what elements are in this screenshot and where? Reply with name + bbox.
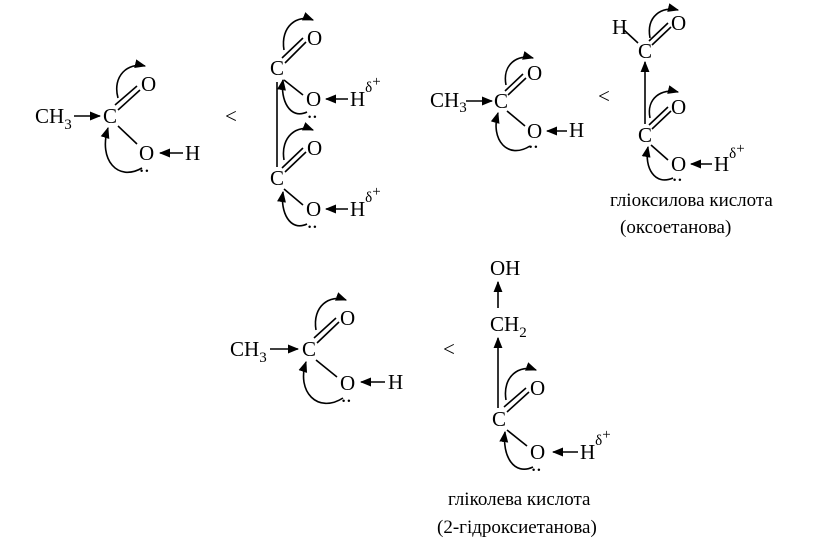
hydrogen-label: H — [185, 141, 200, 165]
lone-pair-arrow — [490, 111, 531, 152]
less-than-sign: < — [443, 337, 455, 361]
oxygen-hydroxyl-label: O — [340, 371, 355, 395]
double-bond — [648, 22, 669, 42]
glycolic-acid-name: гліколева кислота — [448, 489, 591, 510]
ch3-label: CH3 — [230, 337, 267, 366]
lone-pair-arrow — [100, 126, 143, 174]
single-bond — [315, 359, 338, 378]
acetic-acid-structure-2: CH3 C O O .. H — [430, 51, 584, 153]
pi-shift-arrow — [648, 85, 680, 119]
double-bond — [507, 77, 527, 96]
less-than-sign: < — [225, 104, 237, 128]
oxalic-acid-structure: C O O .. Hδ+ C O O .. Hδ+ — [270, 12, 381, 233]
double-bond — [648, 106, 669, 126]
pi-shift-arrow — [282, 12, 315, 51]
double-bond — [284, 41, 307, 64]
double-bond — [651, 26, 672, 46]
hydrogen-label: Hδ+ — [714, 141, 745, 176]
acetic-acid-structure-3: CH3 C O O .. H — [230, 292, 403, 407]
oxygen-hydroxyl-label: O — [671, 152, 686, 176]
double-bond — [114, 85, 138, 106]
glycolic-acid-alt-name: (2-гідроксиетанова) — [437, 517, 597, 538]
lone-pair-arrow — [298, 360, 344, 405]
carbon-label: C — [638, 123, 652, 147]
carbon-aldehyde-label: C — [638, 39, 652, 63]
pi-shift-arrow — [314, 292, 348, 331]
double-bond — [651, 110, 672, 130]
hydroxyl-label: OH — [490, 256, 520, 280]
double-bond — [506, 391, 530, 413]
oxygen-carbonyl-label: O — [340, 306, 355, 330]
less-than-sign: < — [598, 84, 610, 108]
hydrogen-aldehyde-label: H — [612, 15, 627, 39]
hydrogen-label: H — [569, 118, 584, 142]
glyoxylic-acid-alt-name: (оксоетанова) — [620, 217, 731, 238]
lone-pair: .. — [341, 383, 352, 407]
ch-bond — [623, 29, 639, 44]
oxygen-hydroxyl-label: O — [530, 440, 545, 464]
glyoxylic-acid-name: гліоксилова кислота — [610, 190, 773, 211]
hydrogen-label: H — [388, 370, 403, 394]
oxygen-hydroxyl-label: O — [527, 119, 542, 143]
lone-pair-arrow — [277, 190, 308, 227]
lone-pair: .. — [139, 153, 150, 177]
double-bond — [284, 151, 307, 173]
oxygen-carbonyl-label: O — [671, 95, 686, 119]
lone-pair-arrow — [499, 430, 534, 470]
double-bond — [281, 147, 304, 169]
oxygen-carbonyl-label: O — [530, 376, 545, 400]
double-bond — [503, 387, 527, 408]
pi-shift-arrow — [115, 59, 147, 99]
oxygen-carbonyl-label: O — [307, 26, 322, 50]
single-bond — [506, 429, 528, 447]
ch3-label: CH3 — [35, 104, 72, 133]
carbon-label: C — [270, 56, 284, 80]
double-bond — [117, 89, 141, 111]
single-bond — [117, 125, 138, 145]
pi-shift-arrow — [504, 51, 535, 86]
single-bond — [506, 110, 526, 127]
carbon-label: C — [270, 166, 284, 190]
double-bond — [281, 37, 304, 59]
ch3-label: CH3 — [430, 88, 467, 116]
double-bond — [313, 317, 337, 339]
oxygen-carbonyl-label: O — [141, 72, 156, 96]
carbon-label: C — [494, 89, 508, 113]
acetic-acid-structure-1: CH3 C O O .. H — [35, 59, 200, 177]
double-bond — [504, 73, 524, 92]
glyoxylic-acid-structure: H C O C O O .. Hδ+ гліоксилова кислота (… — [610, 3, 773, 238]
lone-pair-arrow — [277, 78, 308, 115]
single-bond — [283, 188, 304, 206]
lone-pair-arrow — [641, 145, 674, 181]
double-bond — [316, 321, 340, 344]
ch2-label: CH2 — [490, 312, 527, 341]
lone-pair: .. — [531, 452, 542, 476]
oxygen-hydroxyl-label: O — [306, 87, 321, 111]
lone-pair: .. — [672, 162, 683, 186]
pi-shift-arrow — [504, 362, 538, 401]
oxygen-carbonyl-label: O — [307, 136, 322, 160]
single-bond — [650, 144, 669, 161]
pi-shift-arrow — [282, 122, 315, 161]
oxygen-carbonyl-label: O — [527, 61, 542, 85]
carbon-label: C — [492, 407, 506, 431]
oxygen-hydroxyl-label: O — [139, 141, 154, 165]
lone-pair: .. — [307, 99, 318, 123]
carbon-label: C — [103, 104, 117, 128]
hydrogen-label: Hδ+ — [350, 74, 381, 111]
lone-pair: .. — [528, 129, 539, 153]
oxygen-aldehyde-label: O — [671, 11, 686, 35]
single-bond — [283, 79, 304, 96]
carbon-label: C — [302, 337, 316, 361]
hydrogen-label: Hδ+ — [580, 427, 611, 464]
pi-shift-arrow — [648, 3, 680, 39]
glycolic-acid-structure: OH CH2 C O O .. Hδ+ гліколева кислота (2… — [437, 256, 611, 538]
lone-pair: .. — [307, 209, 318, 233]
oxygen-hydroxyl-label: O — [306, 197, 321, 221]
hydrogen-label: Hδ+ — [350, 184, 381, 221]
